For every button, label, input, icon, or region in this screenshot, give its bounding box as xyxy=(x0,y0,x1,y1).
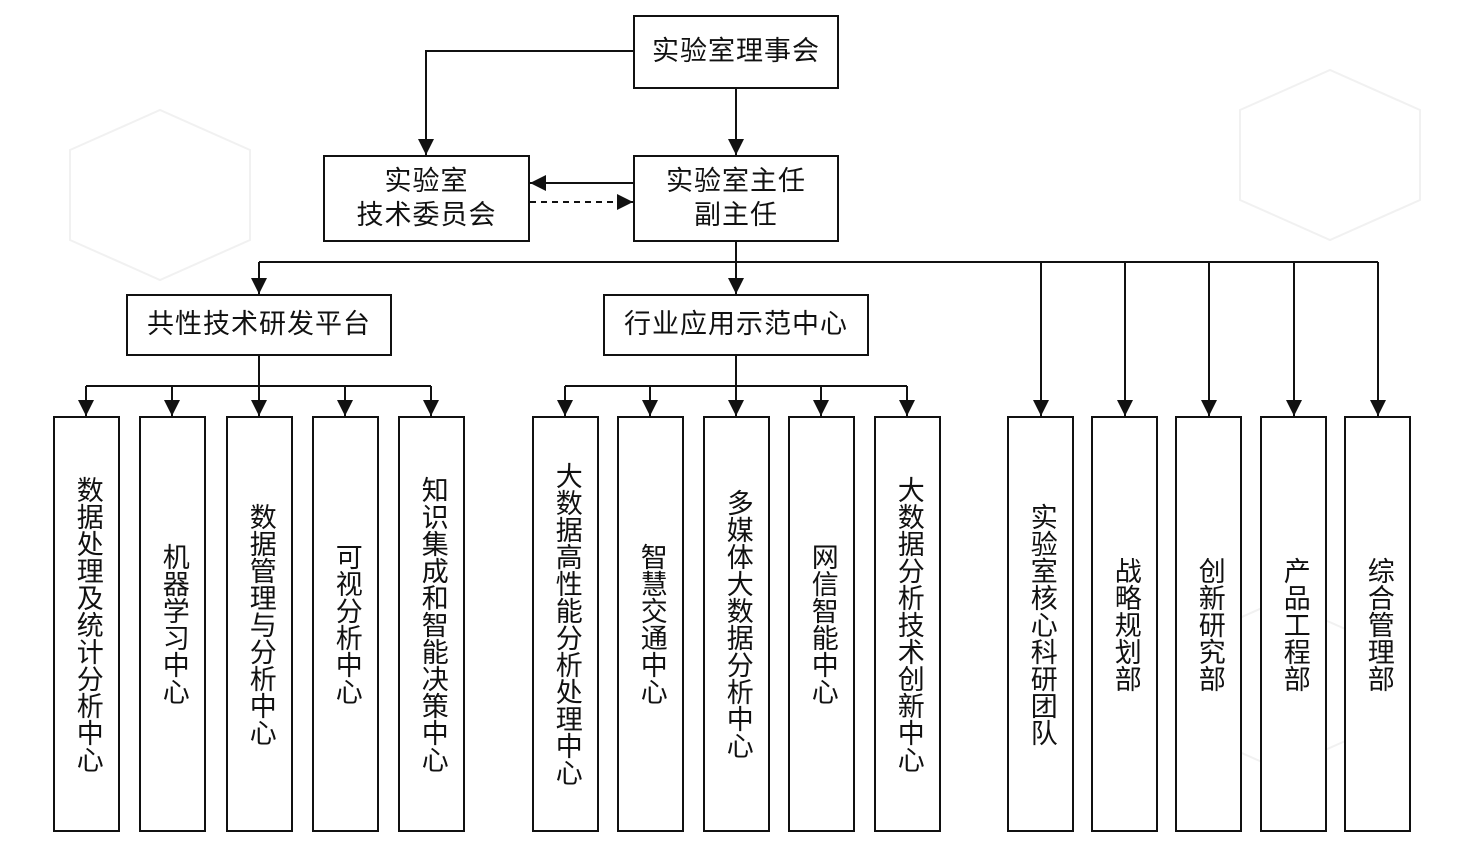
industry-center-label: 行业应用示范中心 xyxy=(624,309,848,340)
tech-committee-label: 实验室 技术委员会 xyxy=(356,165,497,231)
board-to-committee-arrow xyxy=(418,50,633,155)
common-center-label: 数据管理与分析中心 xyxy=(244,502,276,746)
department-label: 创新研究部 xyxy=(1193,556,1225,692)
board-box: 实验室理事会 xyxy=(633,15,839,89)
industry-center-label: 大数据分析技术创新中心 xyxy=(892,475,924,773)
industry-center-box-3: 多媒体大数据分析中心 xyxy=(703,416,770,832)
common-platform-label: 共性技术研发平台 xyxy=(147,309,371,340)
department-label: 实验室核心科研团队 xyxy=(1025,502,1057,746)
board-label: 实验室理事会 xyxy=(652,36,820,67)
department-box-5: 综合管理部 xyxy=(1344,416,1411,832)
industry-center-box-1: 大数据高性能分析处理中心 xyxy=(532,416,599,832)
department-label: 战略规划部 xyxy=(1109,556,1141,692)
industry-center-box: 行业应用示范中心 xyxy=(603,294,869,356)
tech-committee-box: 实验室 技术委员会 xyxy=(323,155,530,242)
industry-center-label: 大数据高性能分析处理中心 xyxy=(550,462,582,786)
common-center-label: 可视分析中心 xyxy=(330,543,362,705)
common-center-box-4: 可视分析中心 xyxy=(312,416,379,832)
director-label: 实验室主任 副主任 xyxy=(666,165,806,231)
department-box-4: 产品工程部 xyxy=(1260,416,1327,832)
common-center-box-1: 数据处理及统计分析中心 xyxy=(53,416,120,832)
common-center-box-2: 机器学习中心 xyxy=(139,416,206,832)
industry-center-label: 多媒体大数据分析中心 xyxy=(721,489,753,759)
department-box-3: 创新研究部 xyxy=(1175,416,1242,832)
department-box-2: 战略规划部 xyxy=(1091,416,1158,832)
director-box: 实验室主任 副主任 xyxy=(633,155,839,242)
industry-center-box-4: 网信智能中心 xyxy=(788,416,855,832)
department-label: 综合管理部 xyxy=(1362,556,1394,692)
common-platform-box: 共性技术研发平台 xyxy=(126,294,392,356)
common-center-label: 知识集成和智能决策中心 xyxy=(416,475,448,773)
common-center-label: 机器学习中心 xyxy=(157,543,189,705)
industry-center-box-2: 智慧交通中心 xyxy=(617,416,684,832)
department-label: 产品工程部 xyxy=(1278,556,1310,692)
common-center-box-5: 知识集成和智能决策中心 xyxy=(398,416,465,832)
department-box-1: 实验室核心科研团队 xyxy=(1007,416,1074,832)
industry-center-box-5: 大数据分析技术创新中心 xyxy=(874,416,941,832)
common-center-label: 数据处理及统计分析中心 xyxy=(71,475,103,773)
common-center-box-3: 数据管理与分析中心 xyxy=(226,416,293,832)
industry-center-label: 智慧交通中心 xyxy=(635,543,667,705)
industry-center-label: 网信智能中心 xyxy=(806,543,838,705)
